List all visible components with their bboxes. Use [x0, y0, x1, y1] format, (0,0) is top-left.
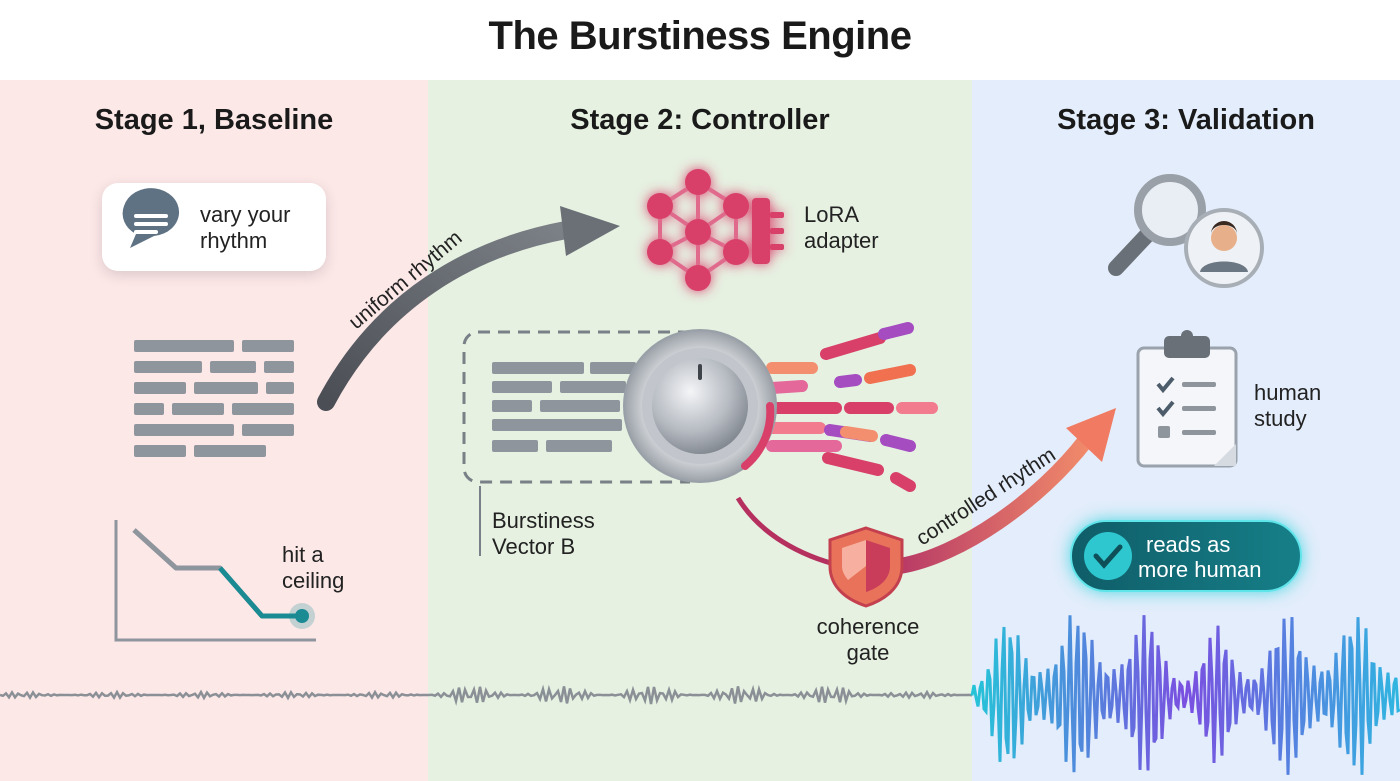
person-icon: [1184, 208, 1264, 288]
ceiling-text-line1: hit a: [282, 542, 324, 567]
result-text-line1: reads as: [1146, 532, 1230, 557]
stage-1-title: Stage 1, Baseline: [94, 104, 334, 136]
study-text-line2: study: [1254, 406, 1307, 431]
clipboard-icon: [1136, 330, 1238, 468]
study-text-line1: human: [1254, 380, 1321, 405]
uniform-text-blocks: [134, 340, 294, 457]
stage-3-title: Stage 3: Validation: [1057, 104, 1315, 136]
ceiling-text-line2: ceiling: [282, 568, 344, 593]
prompt-text-line1: vary your: [200, 202, 290, 227]
magnifier-icon: [1108, 174, 1206, 276]
uniform-rhythm-arrow: [317, 206, 620, 411]
gate-text-line2: gate: [847, 640, 890, 665]
burstiness-vector-box: [462, 330, 690, 556]
adapter-text-line2: adapter: [804, 228, 879, 253]
dial-knob-icon: [623, 329, 777, 483]
vector-text-line1: Burstiness: [492, 508, 595, 533]
knob-to-gate-line: [735, 496, 843, 569]
stage-2-title: Stage 2: Controller: [570, 104, 830, 136]
bursty-waveform: [970, 615, 1400, 775]
result-text-line2: more human: [1138, 557, 1262, 582]
flat-waveform: [0, 684, 973, 707]
gate-text-line1: coherence: [817, 614, 920, 639]
controlled-rhythm-arrow: [892, 408, 1116, 574]
adapter-text-line1: LoRA: [804, 202, 859, 227]
neural-network-icon: [647, 169, 784, 291]
burst-output-strokes: [766, 322, 938, 492]
prompt-text-line2: rhythm: [200, 228, 267, 253]
ceiling-chart-icon: [114, 520, 316, 642]
shield-icon: [828, 526, 904, 608]
diagram-title: The Burstiness Engine: [488, 14, 912, 58]
vector-text-line2: Vector B: [492, 534, 575, 559]
check-badge-icon: [1084, 532, 1132, 580]
chat-bubble-icon: [122, 188, 180, 248]
